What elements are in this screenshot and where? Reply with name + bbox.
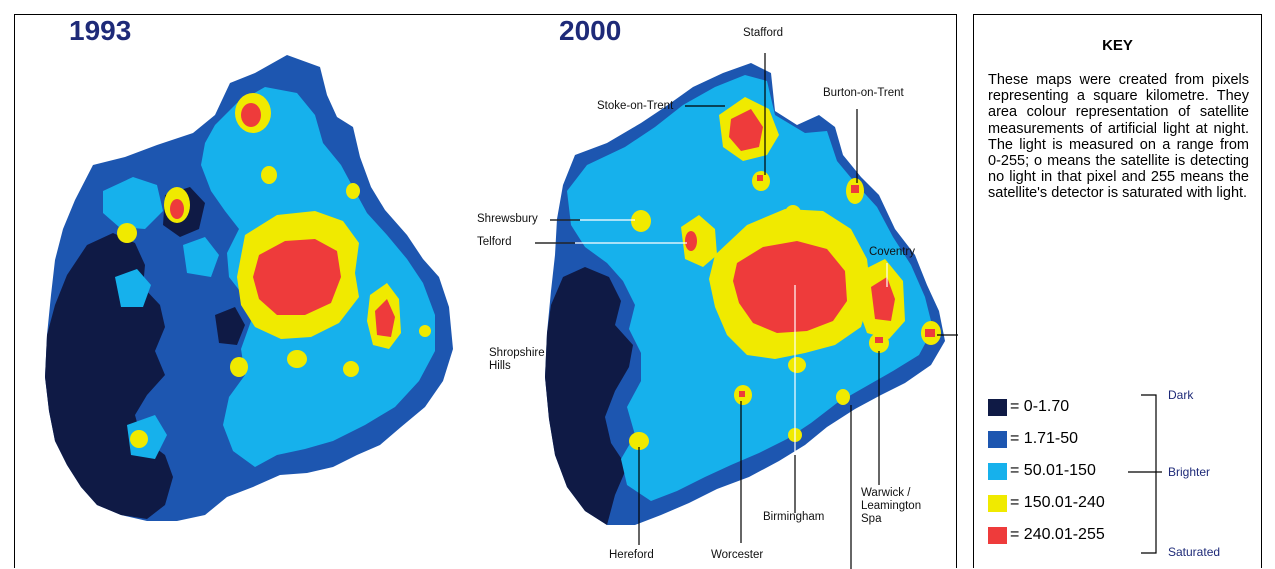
label-burton-on-trent: Burton-on-Trent <box>823 87 904 99</box>
label-birmingham: Birmingham <box>763 511 825 523</box>
key-panel: KEY These maps were created from pixels … <box>973 14 1262 568</box>
maps-panel: 1993 2000 Stafford Stoke-on-Trent Burton… <box>14 14 958 569</box>
group-label-saturated: Saturated <box>1168 545 1221 559</box>
legend-swatch <box>988 526 1007 544</box>
legend-swatch <box>988 494 1007 512</box>
label-coventry: Coventry <box>869 246 916 258</box>
label-telford: Telford <box>477 236 512 248</box>
group-label-dark: Dark <box>1168 388 1194 402</box>
map-2000 <box>545 63 945 525</box>
label-worcester: Worcester <box>711 549 764 561</box>
legend-swatch <box>988 462 1007 480</box>
legend-row-bright: = 150.01-240 <box>988 493 1105 513</box>
legend-bracket <box>1128 394 1162 554</box>
map-1993 <box>45 55 453 521</box>
legend-row-light: = 50.01-150 <box>988 461 1096 481</box>
legend-row-dark: = 0-1.70 <box>988 397 1069 417</box>
legend-label: = 1.71-50 <box>1010 430 1079 447</box>
blob-2000-birmingham-red <box>733 241 847 333</box>
legend-row-saturated: = 240.01-255 <box>988 525 1105 545</box>
legend-label: = 0-1.70 <box>1010 398 1070 415</box>
group-label-brighter: Brighter <box>1168 465 1211 479</box>
legend-swatch <box>988 430 1007 448</box>
label-stafford: Stafford <box>743 27 784 39</box>
light-maps-graphic <box>45 53 958 569</box>
label-shropshire-hills: Shropshire Hills <box>489 347 545 372</box>
year-2000-label: 2000 <box>559 15 622 46</box>
blob-1993-birmingham-red <box>253 239 341 315</box>
legend-label: = 50.01-150 <box>1010 462 1096 479</box>
legend-label: = 150.01-240 <box>1010 494 1105 511</box>
legend-swatch <box>988 398 1007 416</box>
leader-lines <box>535 53 958 569</box>
label-hereford: Hereford <box>609 549 654 561</box>
label-stoke-on-trent: Stoke-on-Trent <box>597 100 674 112</box>
legend-label: = 240.01-255 <box>1010 526 1105 543</box>
label-warwick-leamington-spa: Warwick / Leamington Spa <box>861 487 922 525</box>
legend-row-dim: = 1.71-50 <box>988 429 1078 449</box>
year-1993-label: 1993 <box>69 15 132 46</box>
key-title: KEY <box>1102 37 1133 54</box>
region-2000-dark <box>545 267 633 525</box>
label-shrewsbury: Shrewsbury <box>477 213 538 225</box>
key-description: These maps were created from pixels repr… <box>988 72 1249 202</box>
